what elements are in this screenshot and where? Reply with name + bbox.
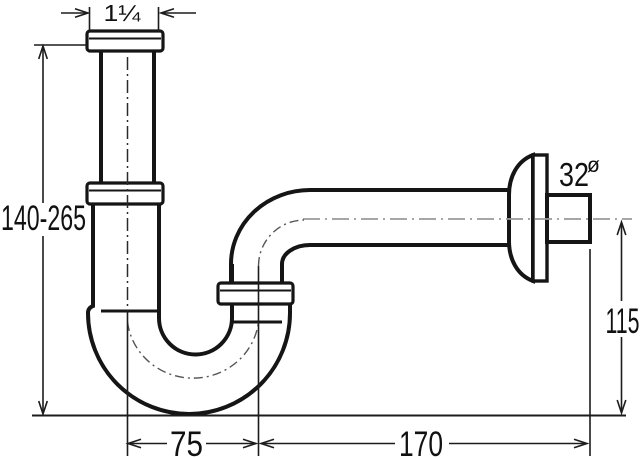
arrow-170-right xyxy=(573,438,590,449)
arrow-115-down xyxy=(616,399,627,416)
centerline-u-arc xyxy=(126,321,260,379)
label-trap-offset: 75 xyxy=(170,425,203,458)
label-inlet-size: 1¼ xyxy=(104,0,142,26)
nut-seams xyxy=(89,37,291,292)
nut-middle xyxy=(85,181,165,206)
wall-rosette-plate xyxy=(531,153,549,283)
wall-rosette-bell xyxy=(507,152,535,284)
elbow-inner-and-pipe-bottom xyxy=(280,243,510,265)
dimension-lines xyxy=(32,7,626,456)
wall-outlet xyxy=(507,152,592,284)
compression-nuts xyxy=(85,29,295,306)
elbow-outer-and-pipe-top xyxy=(229,188,510,265)
label-outlet-height: 115 xyxy=(606,302,640,341)
arrow-height-down xyxy=(37,400,49,417)
u-bend-inner-wall xyxy=(157,203,234,357)
label-wall-projection: 170 xyxy=(399,425,443,458)
arrow-inlet-left xyxy=(74,7,91,19)
arrow-height-up xyxy=(37,43,49,60)
label-outlet-diameter: 32 xyxy=(559,156,589,193)
nut-top xyxy=(85,29,165,53)
u-bend-outer-wall xyxy=(85,203,292,416)
pipe-outlines xyxy=(85,49,510,416)
arrow-75-left xyxy=(125,438,142,449)
centerline-elbow-arc xyxy=(257,219,305,267)
label-height-range: 140-265 xyxy=(1,199,86,238)
arrow-170-left xyxy=(258,438,275,449)
label-diameter-symbol: ø xyxy=(587,154,600,177)
arrow-75-right xyxy=(242,438,259,449)
nut-outlet-leg xyxy=(216,281,295,306)
arrow-inlet-right xyxy=(158,7,175,19)
dimension-arrowheads xyxy=(37,7,627,449)
arrow-115-up xyxy=(616,219,627,236)
centerlines xyxy=(126,57,632,379)
joint-ticks xyxy=(101,309,282,324)
